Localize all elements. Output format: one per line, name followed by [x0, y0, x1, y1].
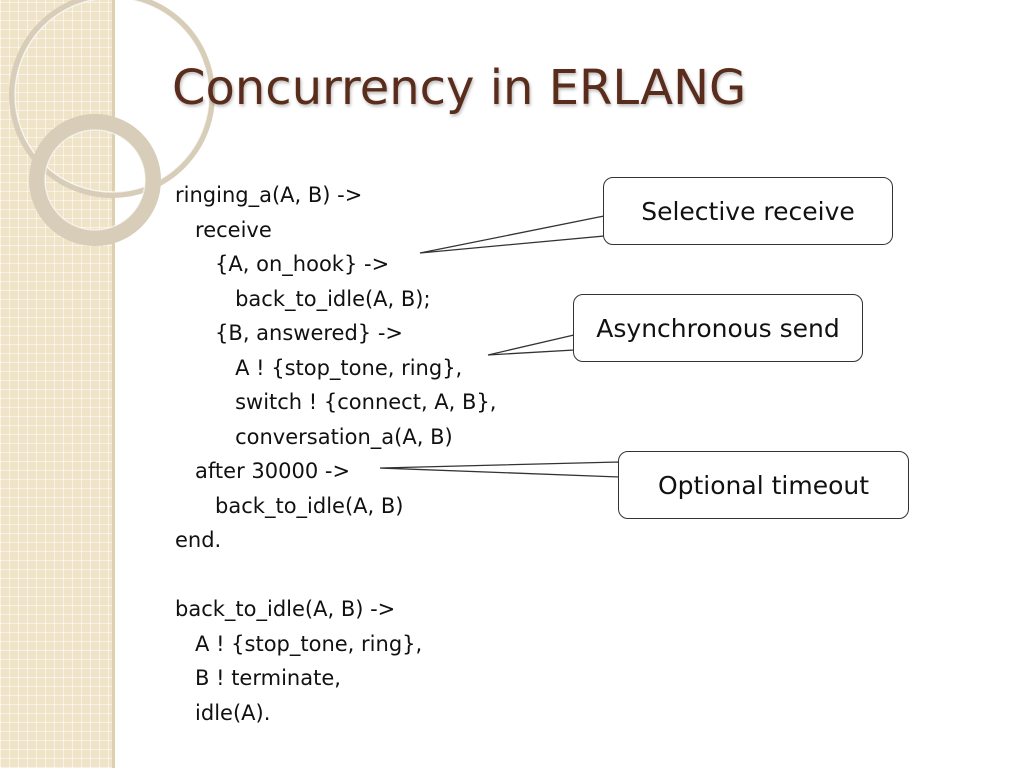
callout-asynchronous-send: Asynchronous send — [573, 294, 863, 362]
slide-title: Concurrency in ERLANG — [172, 60, 747, 116]
code-line: receive — [175, 217, 272, 242]
code-block: ringing_a(A, B) -> receive {A, on_hook} … — [175, 178, 496, 730]
code-line: B ! terminate, — [175, 666, 341, 690]
ring-large-highlight — [14, 0, 210, 193]
ring-large — [9, 0, 215, 198]
sidebar-edge — [112, 0, 115, 768]
code-line: A ! {stop_tone, ring}, — [175, 355, 463, 380]
code-line: switch ! {connect, A, B}, — [175, 390, 497, 414]
callout-selective-receive: Selective receive — [603, 177, 893, 245]
code-line: end. — [175, 528, 222, 552]
ring-small — [29, 114, 161, 246]
asynchronous-send-pointer — [487, 334, 575, 356]
code-line: idle(A). — [175, 700, 271, 725]
decorative-rings — [9, 0, 215, 246]
selective-receive-pointer — [419, 215, 605, 254]
code-line: A ! {stop_tone, ring}, — [175, 631, 423, 656]
code-line: back_to_idle(A, B) -> — [175, 597, 396, 621]
optional-timeout-pointer — [379, 461, 620, 478]
callout-optional-timeout: Optional timeout — [618, 451, 909, 519]
code-line: back_to_idle(A, B); — [175, 286, 431, 311]
code-line: ringing_a(A, B) -> — [175, 183, 363, 207]
ring-small-highlight — [44, 129, 146, 231]
code-line: after 30000 -> — [175, 459, 351, 483]
code-line: {B, answered} -> — [175, 321, 404, 345]
code-line: {A, on_hook} -> — [175, 252, 390, 276]
code-line: back_to_idle(A, B) — [175, 493, 404, 518]
code-line: conversation_a(A, B) — [175, 424, 453, 449]
